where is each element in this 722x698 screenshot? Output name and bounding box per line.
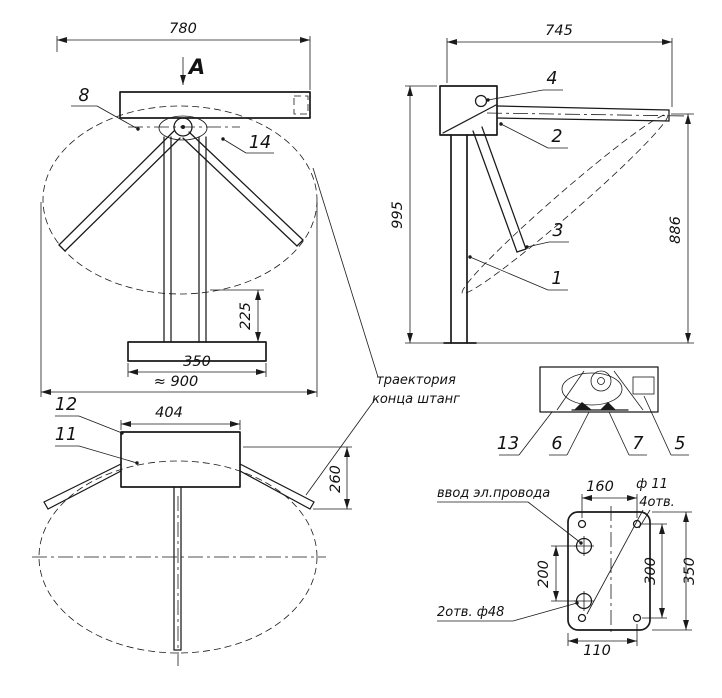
bolt-hole — [632, 613, 642, 623]
base-front — [127, 341, 267, 362]
callout-12: 12 — [55, 395, 77, 415]
bolt-hole — [577, 519, 587, 529]
callout-11: 11 — [55, 425, 77, 445]
base-plate — [567, 511, 651, 631]
dim-900: ≈ 900 — [154, 374, 198, 390]
hub-ellipse — [158, 115, 208, 141]
arm-right — [188, 131, 304, 241]
bolt-hole — [577, 613, 587, 623]
note-cable-entry: ввод эл.провода — [437, 486, 550, 501]
callout-14: 14 — [249, 133, 271, 153]
callout-1: 1 — [551, 269, 562, 289]
callout-3: 3 — [552, 221, 563, 241]
trajectory-note-line1: траектория — [376, 373, 456, 388]
callout-8: 8 — [78, 86, 89, 106]
callout-6: 6 — [551, 434, 562, 454]
callout-5: 5 — [674, 434, 685, 454]
dim-350-plate: 350 — [682, 557, 698, 585]
arm-right-top — [239, 463, 315, 503]
arm-left — [58, 130, 175, 246]
note-hole-count: 4отв. — [639, 495, 675, 510]
dim-300: 300 — [643, 557, 659, 585]
dim-225: 225 — [238, 302, 254, 330]
dim-780: 780 — [169, 21, 197, 37]
housing-front — [119, 91, 311, 119]
housing-hidden-detail — [293, 95, 309, 115]
trajectory-note-line2: конца штанг — [372, 392, 460, 407]
dim-160: 160 — [586, 479, 614, 495]
dim-110: 110 — [583, 643, 611, 659]
top-view: 404 260 12 11 — [32, 395, 352, 666]
dim-886: 886 — [668, 216, 684, 244]
housing-top — [120, 431, 241, 488]
side-view: 745 995 886 4 2 3 1 — [390, 23, 694, 344]
trajectory-ellipse-side — [461, 113, 669, 295]
callout-7: 7 — [632, 434, 643, 454]
arm-left-top — [43, 463, 122, 503]
dim-200: 200 — [536, 560, 552, 588]
section-label: A — [187, 55, 205, 79]
housing-side — [439, 85, 498, 136]
arm-centerline — [486, 112, 688, 117]
callout-13: 13 — [497, 434, 519, 454]
note-hole-dia: ф 11 — [636, 477, 668, 492]
base-plate-view: 160 ф 11 4отв. ввод эл.провода 200 300 3… — [437, 477, 698, 659]
dim-995: 995 — [390, 201, 406, 229]
trajectory-ellipse-front — [42, 105, 318, 295]
note-big-holes: 2отв. ф48 — [437, 605, 504, 620]
dim-350: 350 — [183, 354, 211, 370]
pivot-circle — [474, 94, 488, 108]
dim-745: 745 — [545, 23, 573, 39]
callout-2: 2 — [551, 127, 562, 147]
dim-404: 404 — [155, 405, 183, 421]
front-view: 780 A 8 14 225 350 ≈ 900 — [40, 21, 318, 397]
arm-horizontal — [496, 105, 670, 111]
dim-260: 260 — [328, 465, 344, 493]
trajectory-ellipse-top — [38, 460, 318, 654]
arm-diagonal — [472, 130, 518, 253]
trajectory-annotation: траектория конца штанг — [305, 167, 460, 496]
detail-view: 13 6 7 5 — [497, 366, 689, 456]
callout-4: 4 — [546, 69, 557, 89]
detail-box — [539, 366, 659, 413]
